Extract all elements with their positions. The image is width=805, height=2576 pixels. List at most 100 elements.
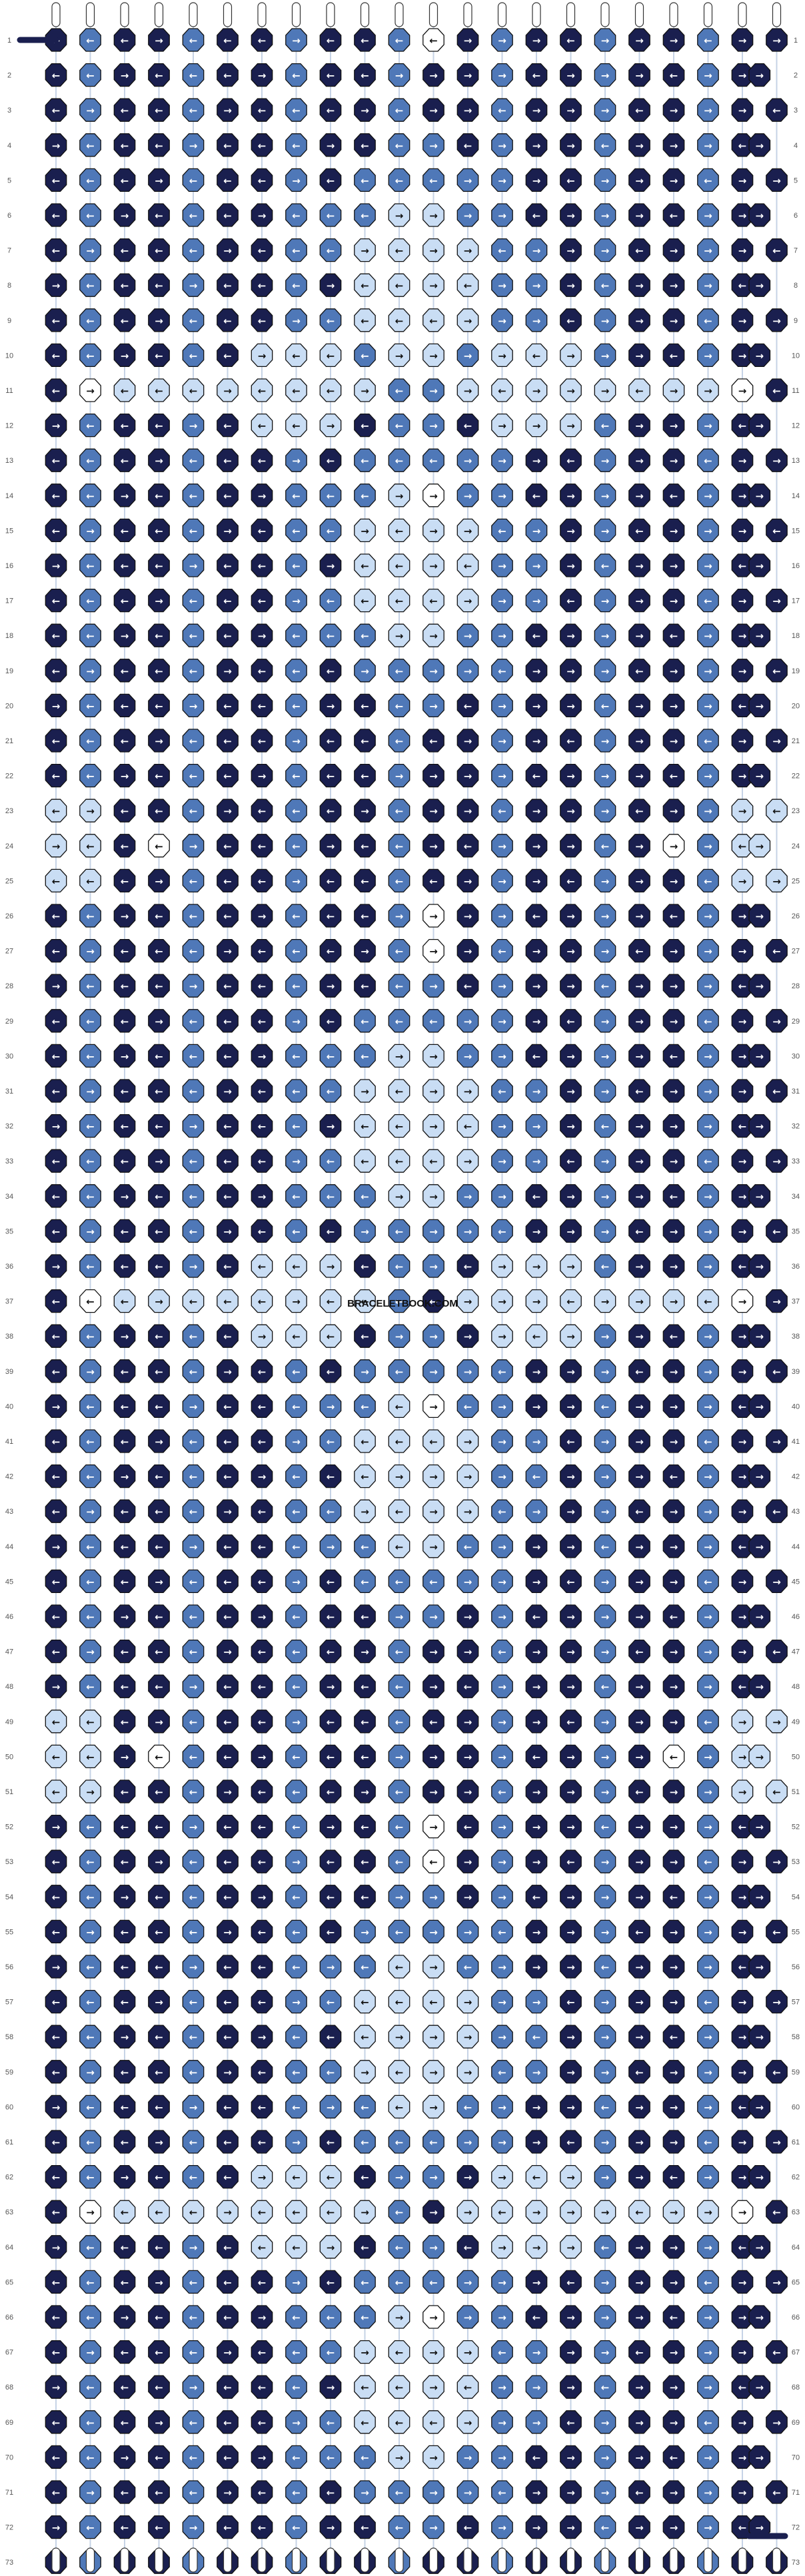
knot-arrow: ← [52,665,61,677]
knot-arrow: → [498,1576,506,1588]
knot: → [560,623,582,647]
knot: → [628,273,650,297]
knot-arrow: ← [429,1856,438,1868]
knot: ← [285,98,307,122]
knot-arrow: ← [429,35,438,47]
knot-arrow: ← [52,1471,61,1483]
knot: → [748,1184,771,1208]
knot: ← [217,2130,239,2154]
knot-arrow: ← [566,1016,575,1028]
row-number-right: 45 [792,1578,800,1586]
knot-arrow: ← [258,245,267,257]
knot: ← [354,2270,376,2294]
knot-arrow: → [155,1576,163,1588]
knot-arrow: ← [121,980,129,992]
knot-arrow: ← [361,350,369,362]
knot-arrow: ← [189,35,198,47]
knot-arrow: → [429,1646,438,1658]
knot-arrow: ← [189,630,198,642]
knot-arrow: → [532,1016,541,1028]
knot: → [491,483,513,507]
knot-arrow: → [498,455,506,467]
knot: → [766,448,788,472]
knot-arrow: ← [155,2347,163,2359]
knot: ← [113,308,136,332]
knot-arrow: → [292,1576,301,1588]
knot-arrow: ← [86,1121,95,1133]
knot: → [319,974,342,998]
knot: → [748,2094,771,2119]
knot: → [628,133,650,157]
row-number-left: 4 [7,142,11,150]
knot-arrow: → [566,630,575,642]
knot: → [525,168,548,192]
knot: → [525,1849,548,1873]
knot: ← [113,1710,136,1734]
knot-arrow: → [670,1086,678,1098]
knot-arrow: ← [635,525,644,537]
knot: ← [182,1079,205,1103]
knot-arrow: ← [361,1121,369,1133]
knot-arrow: ← [395,875,404,887]
knot-arrow: ← [361,2242,369,2254]
knot-arrow: ← [670,910,678,922]
knot: ← [251,938,273,963]
knot-arrow: → [52,1681,61,1693]
knot: ← [113,1429,136,1453]
knot-arrow: ← [189,1891,198,1903]
knot-arrow: ← [189,2067,198,2079]
knot: → [697,693,719,718]
knot-arrow: ← [327,245,335,257]
knot: ← [354,1989,376,2014]
row-number-left: 66 [5,2314,13,2322]
knot-arrow: → [635,2101,644,2113]
knot: ← [182,1149,205,1173]
knot: ← [388,693,410,718]
knot-arrow: ← [498,2487,506,2499]
knot: → [594,378,616,402]
row-number-left: 26 [5,912,13,920]
knot: ← [285,1464,307,1488]
row-number-left: 30 [5,1052,13,1060]
knot: → [662,1674,685,1698]
knot: ← [285,1499,307,1523]
knot: → [354,1499,376,1523]
knot-arrow: ← [52,2417,61,2429]
knot: ← [45,2130,67,2154]
knot: → [251,483,273,507]
knot-arrow: ← [223,420,232,432]
knot: → [594,1499,616,1523]
knot-arrow: ← [155,1086,163,1098]
knot-arrow: → [498,2522,506,2534]
knot: → [628,168,650,192]
knot: → [422,938,444,963]
knot: → [45,1394,67,1419]
knot: → [319,1674,342,1698]
knot-arrow: → [566,70,575,82]
knot: → [456,2025,479,2049]
knot-arrow: → [601,875,610,887]
knot-arrow: ← [395,1856,404,1868]
knot-arrow: → [258,1751,267,1763]
knot-arrow: ← [155,1366,163,1378]
knot: ← [388,1674,410,1698]
knot: → [525,238,548,262]
knot: ← [319,2130,342,2154]
knot: → [354,1919,376,1944]
knot-arrow: ← [327,1576,335,1588]
knot-arrow: → [429,210,438,222]
knot-arrow: ← [258,595,267,607]
knot-arrow: → [429,1961,438,1973]
knot: → [560,1219,582,1243]
knot-arrow: → [704,2206,712,2218]
knot: ← [319,799,342,822]
knot: → [697,343,719,368]
knot-arrow: ← [704,1016,712,1028]
row-number-left: 44 [5,1543,13,1551]
knot: ← [525,1324,548,1348]
knot-arrow: → [635,1576,644,1588]
knot: → [697,904,719,928]
row-number-right: 67 [792,2349,800,2357]
knot-arrow: → [704,840,712,852]
knot: ← [354,2515,376,2539]
